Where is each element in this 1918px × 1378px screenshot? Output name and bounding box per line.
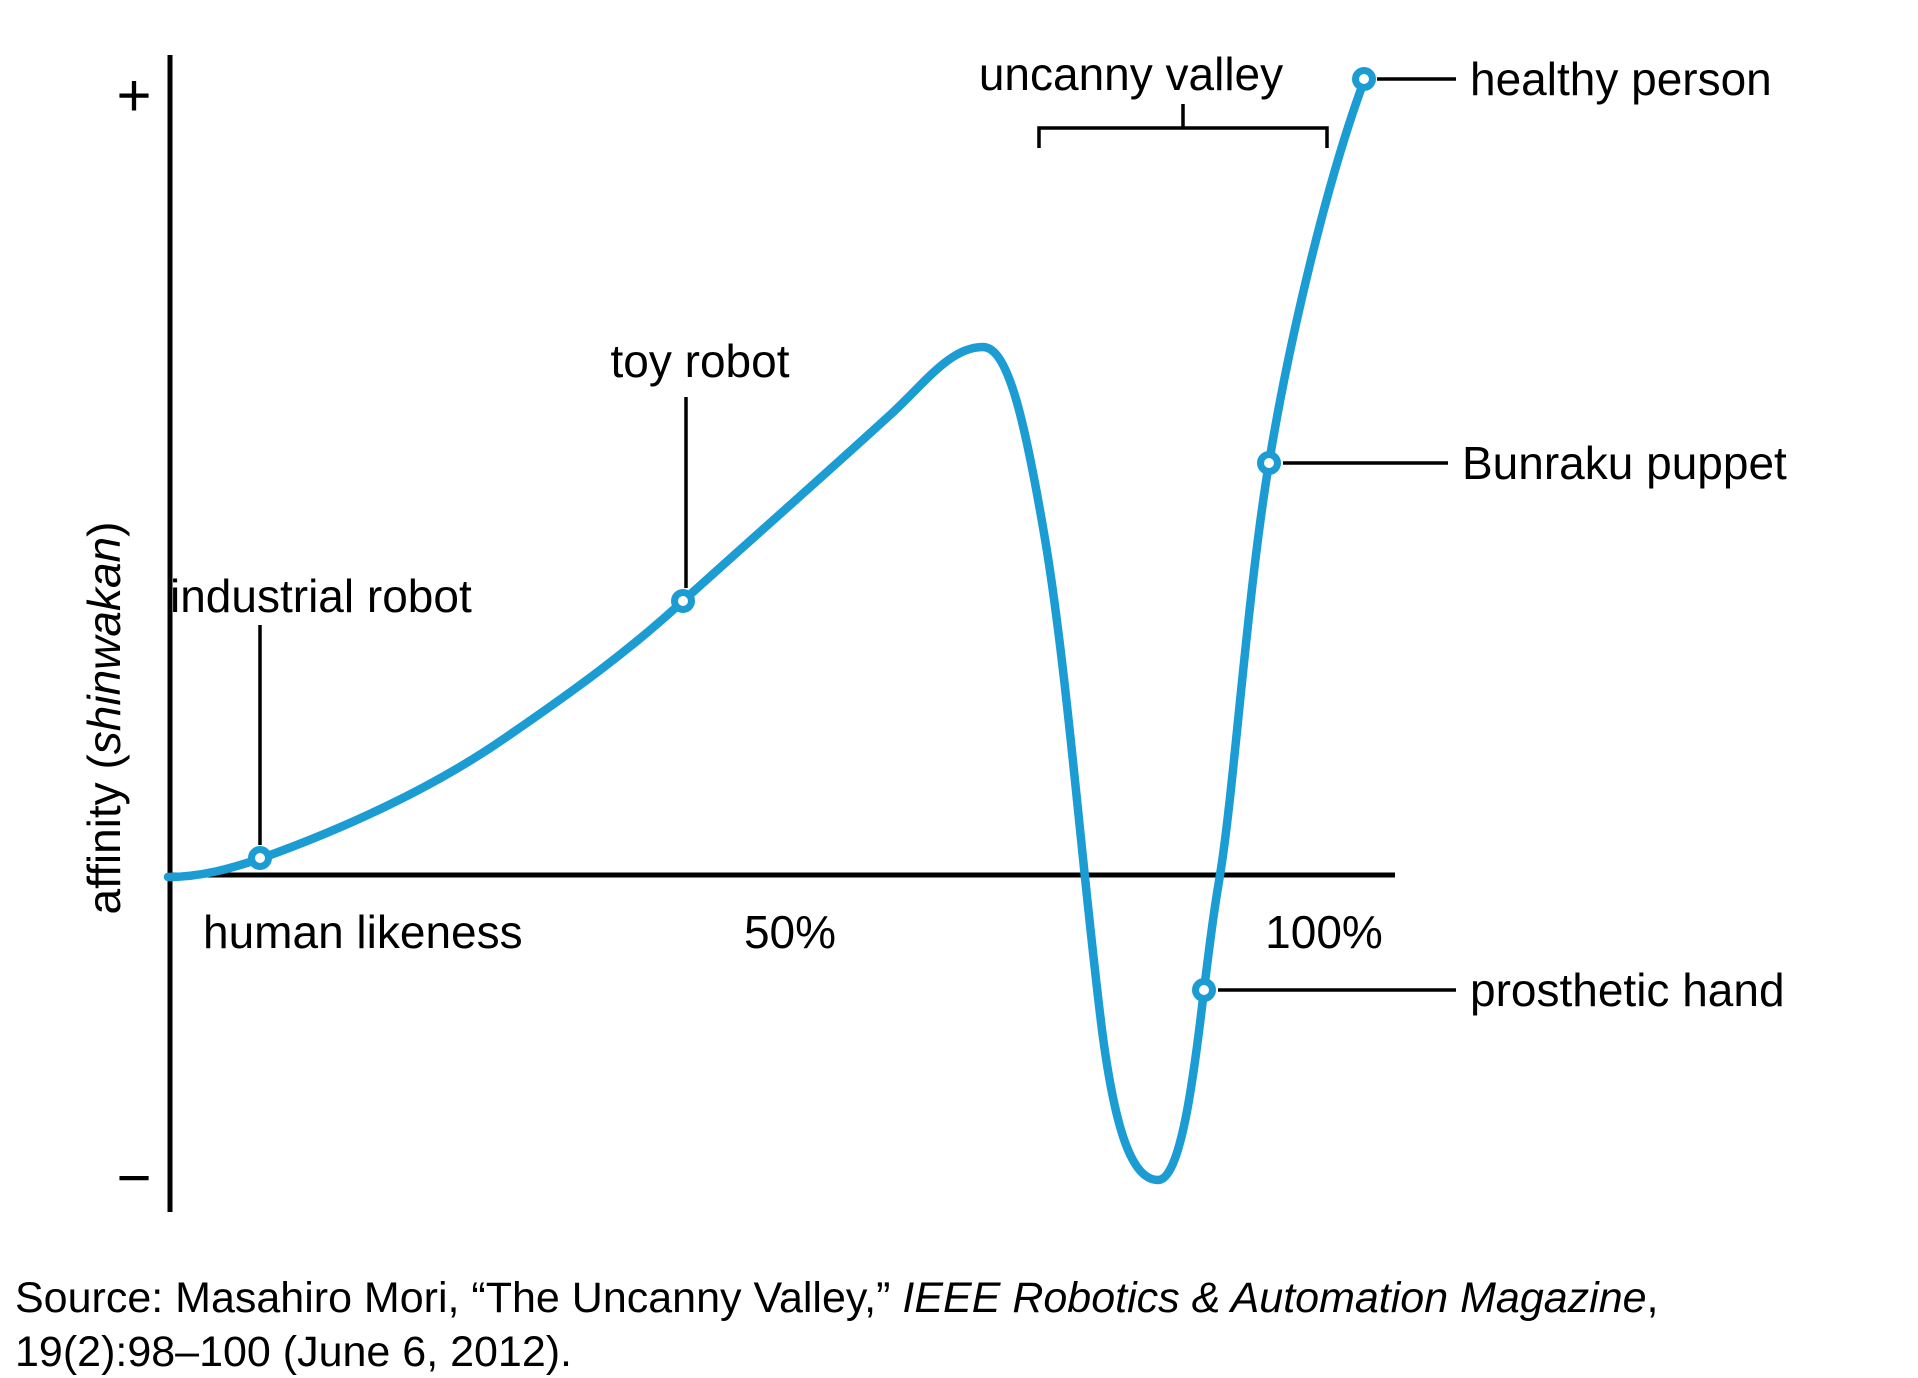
industrial-robot-label: industrial robot	[170, 570, 472, 622]
y-axis-label-prefix: affinity (	[78, 754, 130, 915]
y-axis-label: affinity (shinwakan)	[78, 522, 130, 915]
x-tick-50: 50%	[744, 906, 836, 958]
source-citation-line2: 19(2):98–100 (June 6, 2012).	[15, 1328, 572, 1376]
y-axis-label-italic: shinwakan	[78, 537, 130, 754]
bunraku-puppet-marker	[1257, 451, 1281, 475]
prosthetic-hand-label: prosthetic hand	[1470, 964, 1785, 1016]
y-axis-minus-sign: −	[116, 1144, 151, 1211]
source-citation-journal: IEEE Robotics & Automation Magazine	[902, 1274, 1646, 1322]
source-citation-normal: Source: Masahiro Mori, “The Uncanny Vall…	[15, 1274, 902, 1322]
healthy-person-marker	[1352, 67, 1376, 91]
y-axis-label-suffix: )	[78, 522, 130, 537]
x-tick-100: 100%	[1265, 906, 1383, 958]
healthy-person-label: healthy person	[1470, 53, 1772, 105]
prosthetic-hand-marker	[1192, 978, 1216, 1002]
y-axis-plus-sign: +	[116, 62, 151, 129]
x-axis-label: human likeness	[203, 906, 523, 958]
bunraku-puppet-label: Bunraku puppet	[1462, 437, 1787, 489]
toy-robot-marker	[671, 589, 695, 613]
uncanny-valley-bracket	[1037, 126, 1329, 148]
toy-robot-label: toy robot	[611, 335, 790, 387]
uncanny-valley-label: uncanny valley	[979, 48, 1283, 100]
industrial-robot-marker	[248, 846, 272, 870]
affinity-curve	[163, 76, 1369, 1185]
source-citation-line1: Source: Masahiro Mori, “The Uncanny Vall…	[15, 1274, 1658, 1322]
source-citation-comma: ,	[1647, 1274, 1659, 1322]
